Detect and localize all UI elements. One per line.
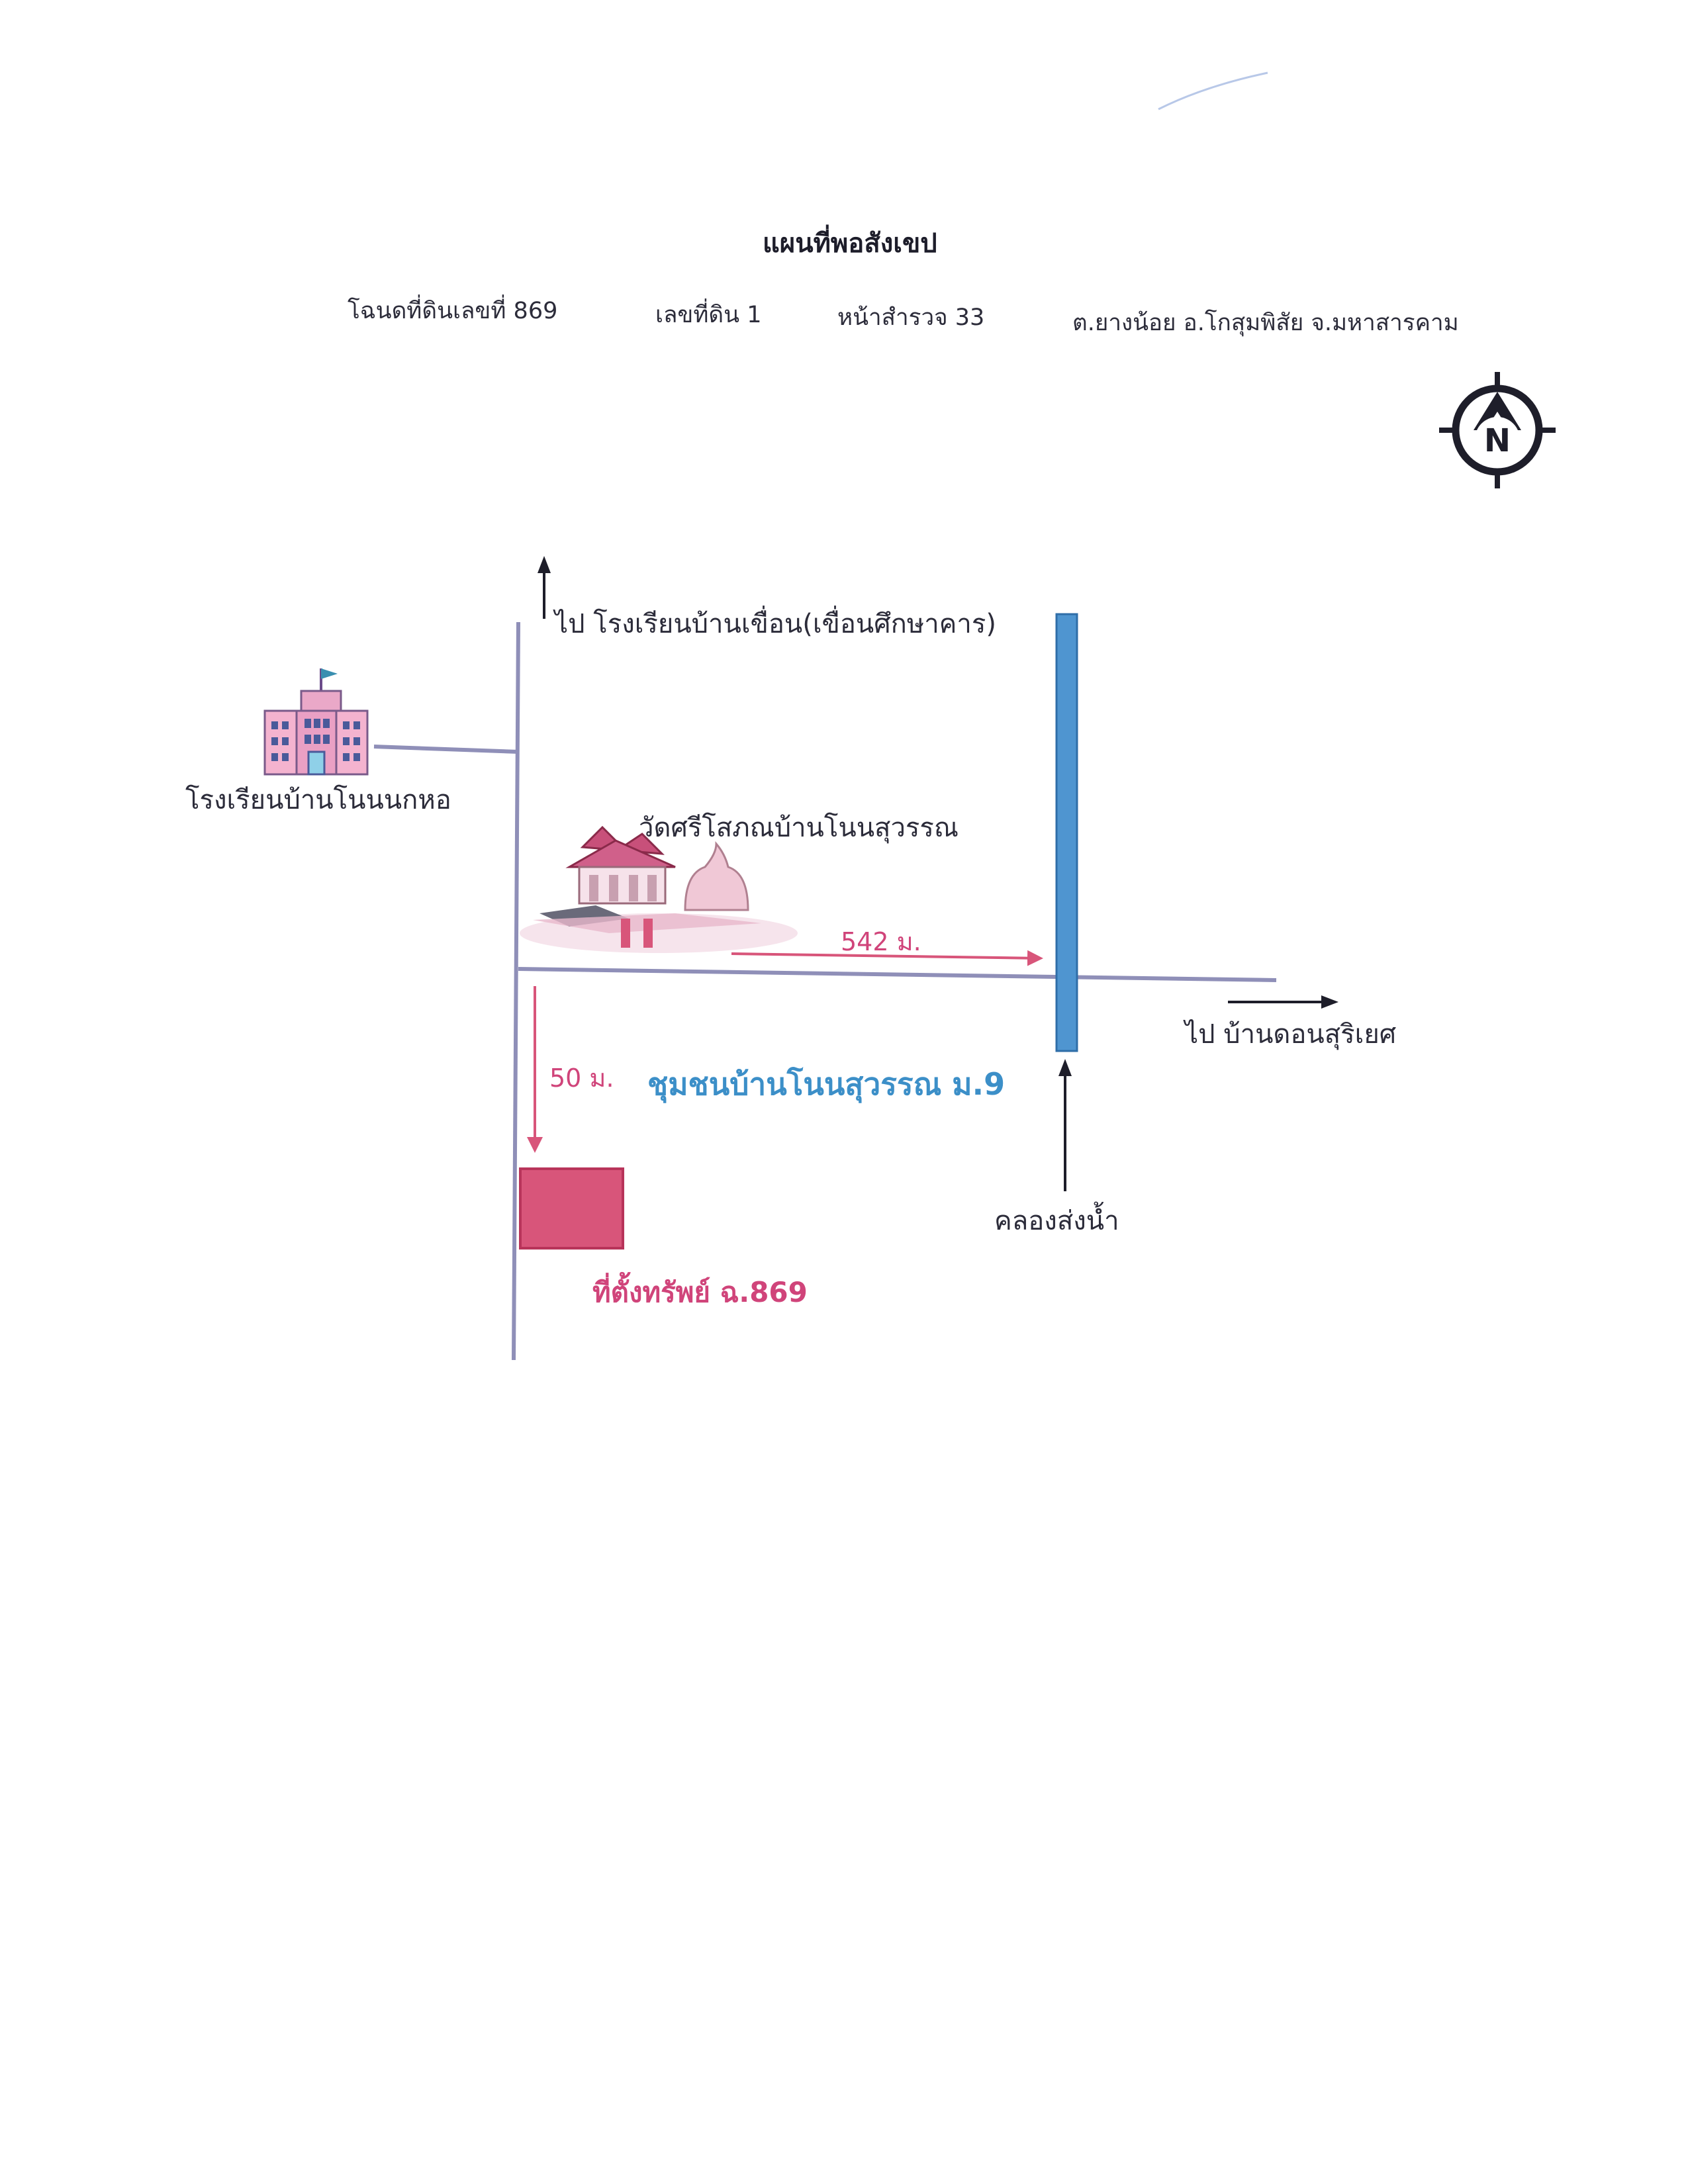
label-property: ที่ตั้งทรัพย์ ฉ.869 bbox=[592, 1276, 808, 1308]
map-title: แผนที่พอสังเขป bbox=[763, 228, 937, 259]
label-community: ชุมชนบ้านโนนสุวรรณ ม.9 bbox=[647, 1066, 1006, 1102]
main-road-north-south bbox=[512, 621, 520, 1361]
compass-north-letter: N bbox=[1484, 422, 1511, 459]
label-canal: คลองส่งน้ำ bbox=[994, 1206, 1119, 1236]
north-compass-icon: N bbox=[1439, 372, 1556, 488]
location-address: ต.ยางน้อย อ.โกสุมพิสัย จ.มหาสารคาม bbox=[1072, 310, 1459, 336]
canal bbox=[1055, 613, 1078, 1052]
label-temple: วัดศรีโสภณบ้านโนนสุวรรณ bbox=[639, 813, 959, 843]
temple-icon bbox=[520, 825, 798, 953]
distance-arrow-east bbox=[731, 950, 1043, 966]
survey-page: หน้าสำรวจ 33 bbox=[837, 304, 985, 331]
land-number: เลขที่ดิน 1 bbox=[655, 302, 762, 328]
label-to-school-north: ไป โรงเรียนบ้านเขื่อน(เขื่อนศึกษาคาร) bbox=[555, 609, 996, 639]
label-distance-south: 50 ม. bbox=[549, 1064, 614, 1093]
label-to-village-east: ไป บ้านดอนสุริเยศ bbox=[1185, 1019, 1397, 1050]
school-building-icon bbox=[263, 668, 369, 776]
deed-number: โฉนดที่ดินเลขที่ 869 bbox=[348, 298, 558, 324]
label-school-west: โรงเรียนบ้านโนนนกหอ bbox=[185, 785, 451, 815]
property-plot bbox=[519, 1167, 624, 1250]
road-to-school bbox=[373, 745, 519, 754]
main-road-east-west bbox=[518, 967, 1277, 982]
scan-mark bbox=[1158, 71, 1268, 111]
label-distance-east: 542 ม. bbox=[841, 927, 921, 956]
